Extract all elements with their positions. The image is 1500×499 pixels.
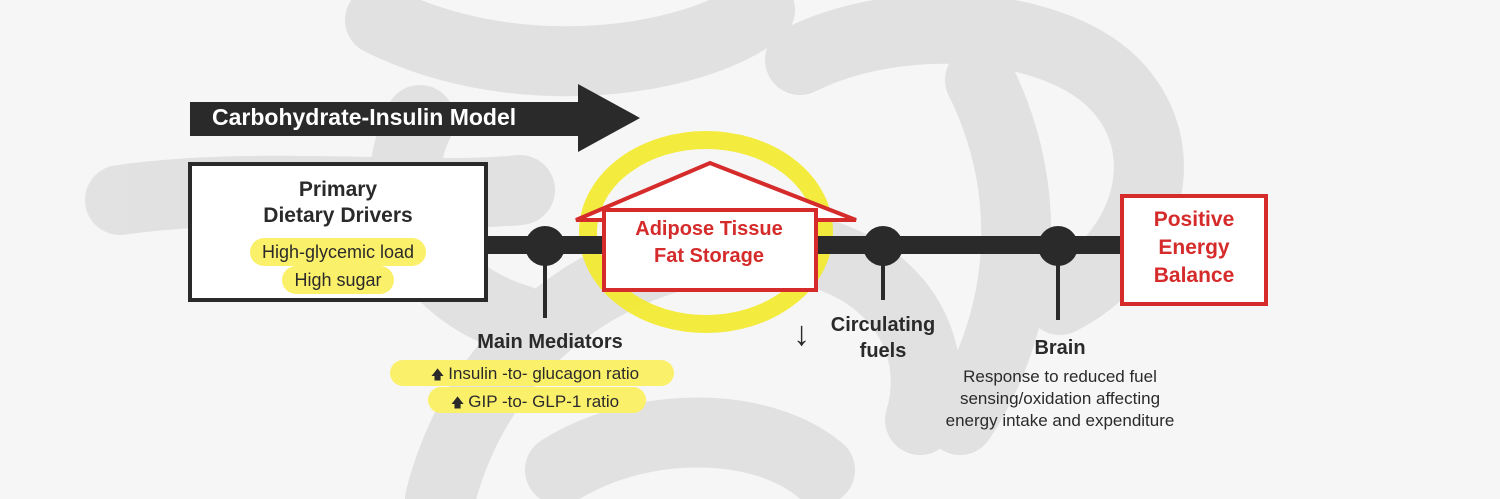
- brain-desc-line3: energy intake and expenditure: [945, 411, 1175, 430]
- fuels-line1: Circulating: [830, 314, 936, 336]
- highlight-circle: [579, 131, 833, 333]
- mediator-insulin-ratio: Insulin -to- glucagon ratio: [448, 364, 640, 383]
- brain-title: Brain: [1034, 337, 1086, 359]
- house-roof: [575, 160, 857, 222]
- adipose-line1: Adipose Tissue: [635, 218, 783, 240]
- mediators-node: [525, 226, 565, 266]
- balance-line3: Balance: [1153, 264, 1235, 287]
- energy-balance-label: Positive Energy Balance: [1120, 206, 1268, 290]
- dietary-drivers-list: High-glycemic load High sugar: [188, 238, 488, 294]
- down-arrow-icon: ↓: [793, 315, 810, 353]
- mediators-highlight-1: [390, 360, 674, 386]
- drivers-title-line2: Dietary Drivers: [263, 204, 413, 227]
- mediator-item: 🡅Insulin -to- glucagon ratio: [390, 360, 680, 388]
- model-arrow-shape: [190, 84, 640, 152]
- mediator-gip-ratio: GIP -to- GLP-1 ratio: [468, 392, 620, 411]
- brain-node: [1038, 226, 1078, 266]
- brain-description: Response to reduced fuel sensing/oxidati…: [905, 366, 1215, 432]
- dietary-drivers-title: Primary Dietary Drivers: [188, 177, 488, 229]
- adipose-tissue-label: Adipose Tissue Fat Storage: [603, 216, 815, 270]
- up-arrow-icon: 🡅: [430, 367, 445, 382]
- up-arrow-icon: 🡅: [450, 395, 465, 410]
- driver-item-glycemic: High-glycemic load: [249, 238, 427, 266]
- fuels-node: [863, 226, 903, 266]
- main-mediators-list: 🡅Insulin -to- glucagon ratio 🡅GIP -to- G…: [390, 360, 680, 416]
- mediator-item: 🡅GIP -to- GLP-1 ratio: [390, 388, 680, 416]
- circulating-fuels-label: Circulating fuels: [818, 312, 948, 364]
- fuels-line2: fuels: [859, 340, 907, 362]
- brain-desc-line1: Response to reduced fuel: [963, 367, 1157, 386]
- main-mediators-title: Main Mediators: [477, 331, 623, 353]
- house-body: [602, 208, 818, 292]
- balance-line1: Positive: [1153, 208, 1235, 231]
- mediators-highlight-2: [428, 387, 646, 413]
- adipose-line2: Fat Storage: [653, 245, 765, 267]
- driver-item-sugar: High sugar: [282, 266, 394, 294]
- model-title: Carbohydrate-Insulin Model: [212, 104, 517, 130]
- drivers-title-line1: Primary: [298, 178, 378, 201]
- energy-balance-box: [1120, 194, 1268, 306]
- balance-line2: Energy: [1158, 236, 1230, 259]
- brain-desc-line2: sensing/oxidation affecting: [959, 389, 1161, 408]
